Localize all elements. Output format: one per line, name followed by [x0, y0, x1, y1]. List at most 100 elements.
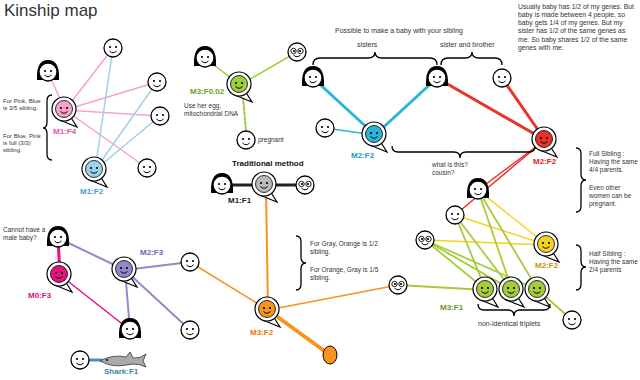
baby-face	[477, 281, 494, 298]
baby-eye	[539, 287, 541, 289]
baby-smile	[91, 172, 98, 174]
parent-lines	[48, 48, 572, 360]
baby-eye	[487, 287, 489, 289]
faces-part	[148, 73, 166, 91]
pin-head	[525, 277, 549, 301]
baby-eye	[96, 167, 98, 169]
node-label: M0:F3	[28, 292, 51, 301]
baby-eye	[235, 82, 237, 84]
faces-part	[71, 351, 89, 369]
note-label: Cannot have a male baby?	[3, 226, 47, 242]
baby-eye	[60, 107, 62, 109]
baby-eye	[126, 267, 128, 269]
pin-head	[473, 277, 497, 301]
faces-part	[211, 173, 233, 194]
magenta-lines	[58, 238, 130, 330]
brackets	[43, 52, 586, 316]
baby-face	[86, 161, 103, 178]
note-label: For Pink, Blue is 3/5 sibling.	[3, 98, 41, 112]
baby-pin	[498, 276, 526, 308]
baby-smile	[61, 112, 68, 114]
faces-part	[426, 66, 448, 87]
pink-lines-part	[65, 110, 160, 116]
baby-eye	[507, 287, 509, 289]
baby-eye	[120, 267, 122, 269]
baby-face	[366, 126, 383, 143]
magenta-lines-part	[60, 275, 130, 330]
baby-face	[256, 176, 273, 193]
baby-node: M2:F3	[111, 256, 139, 288]
baby-pin	[226, 71, 254, 103]
orange-lines	[190, 190, 398, 355]
baby-node: Shark:F1	[98, 352, 148, 368]
faces-part	[389, 276, 407, 294]
baby-pin	[533, 231, 561, 263]
pin-head	[255, 297, 279, 321]
baby-eye	[55, 272, 57, 274]
faces-part	[302, 66, 324, 87]
baby-eye	[370, 132, 372, 134]
node-label: M1:F4	[53, 128, 76, 137]
baby-node: M1:F1	[251, 171, 279, 203]
baby-eye	[241, 82, 243, 84]
node-label: M3:F1	[440, 304, 463, 313]
note-label: Traditional method	[232, 159, 322, 169]
note-label: Usually baby has 1/2 of my genes. But ba…	[518, 3, 636, 52]
baby-eye	[481, 287, 483, 289]
note-label: sister and brother	[440, 41, 515, 49]
faces-part	[493, 69, 511, 87]
baby-eye	[263, 307, 265, 309]
baby-pin	[46, 261, 74, 293]
note-label: non-identical triplets	[478, 320, 563, 328]
faces-part	[296, 176, 314, 194]
baby-eye	[513, 287, 515, 289]
baby-eye	[269, 307, 271, 309]
baby-smile	[482, 292, 489, 294]
note-label: Full Sibling : Having the same 4/4 paren…	[589, 150, 638, 173]
purple-lines	[58, 238, 190, 330]
brackets-part	[392, 146, 535, 158]
orange-lines-part	[266, 190, 268, 310]
note-label: sisters	[357, 41, 417, 49]
note-label: Half Sibling : Having the same 2/4 paren…	[589, 250, 638, 273]
baby-node: M3:F1	[472, 276, 552, 308]
note-label: Even other women can be pregnant.	[589, 184, 638, 207]
faces-part	[288, 43, 306, 61]
brackets-part	[576, 148, 586, 212]
note-label: Use her egg, mitochondrial DNA	[184, 102, 240, 118]
baby-node: M1:F4	[51, 96, 79, 128]
pin-head	[112, 257, 136, 281]
faces	[37, 39, 581, 369]
node-label: Shark:F1	[104, 368, 138, 377]
faces-part	[237, 131, 255, 149]
baby-smile	[371, 137, 378, 139]
note-label: what is this? cousin?	[432, 161, 490, 177]
shark-symbol	[98, 352, 148, 368]
baby-face	[538, 236, 555, 253]
pin-head	[82, 157, 106, 181]
faces-part	[47, 226, 69, 247]
faces-part	[194, 46, 216, 67]
baby-pin	[81, 156, 109, 188]
red-lines-part	[437, 78, 545, 140]
shark-body	[100, 352, 146, 367]
brackets-part	[441, 52, 502, 65]
brackets-part	[478, 304, 550, 316]
orange-baby	[323, 346, 337, 364]
baby-node: M0:F3	[46, 261, 74, 293]
baby-smile	[534, 292, 541, 294]
baby-face	[231, 76, 248, 93]
baby-eye	[260, 182, 262, 184]
faces-part	[138, 159, 156, 177]
pin-head	[252, 172, 276, 196]
faces-part	[181, 253, 199, 271]
olive-lines-part	[478, 190, 512, 290]
baby-pin	[254, 296, 282, 328]
baby-pin	[361, 121, 389, 153]
note-label: For Orange, Gray is 1/5 sibling.	[310, 266, 382, 282]
faces-part	[119, 318, 141, 339]
baby-eye	[376, 132, 378, 134]
baby-node: M3:F0.02	[226, 71, 254, 103]
baby-pin	[472, 276, 500, 308]
baby-pin	[251, 171, 279, 203]
